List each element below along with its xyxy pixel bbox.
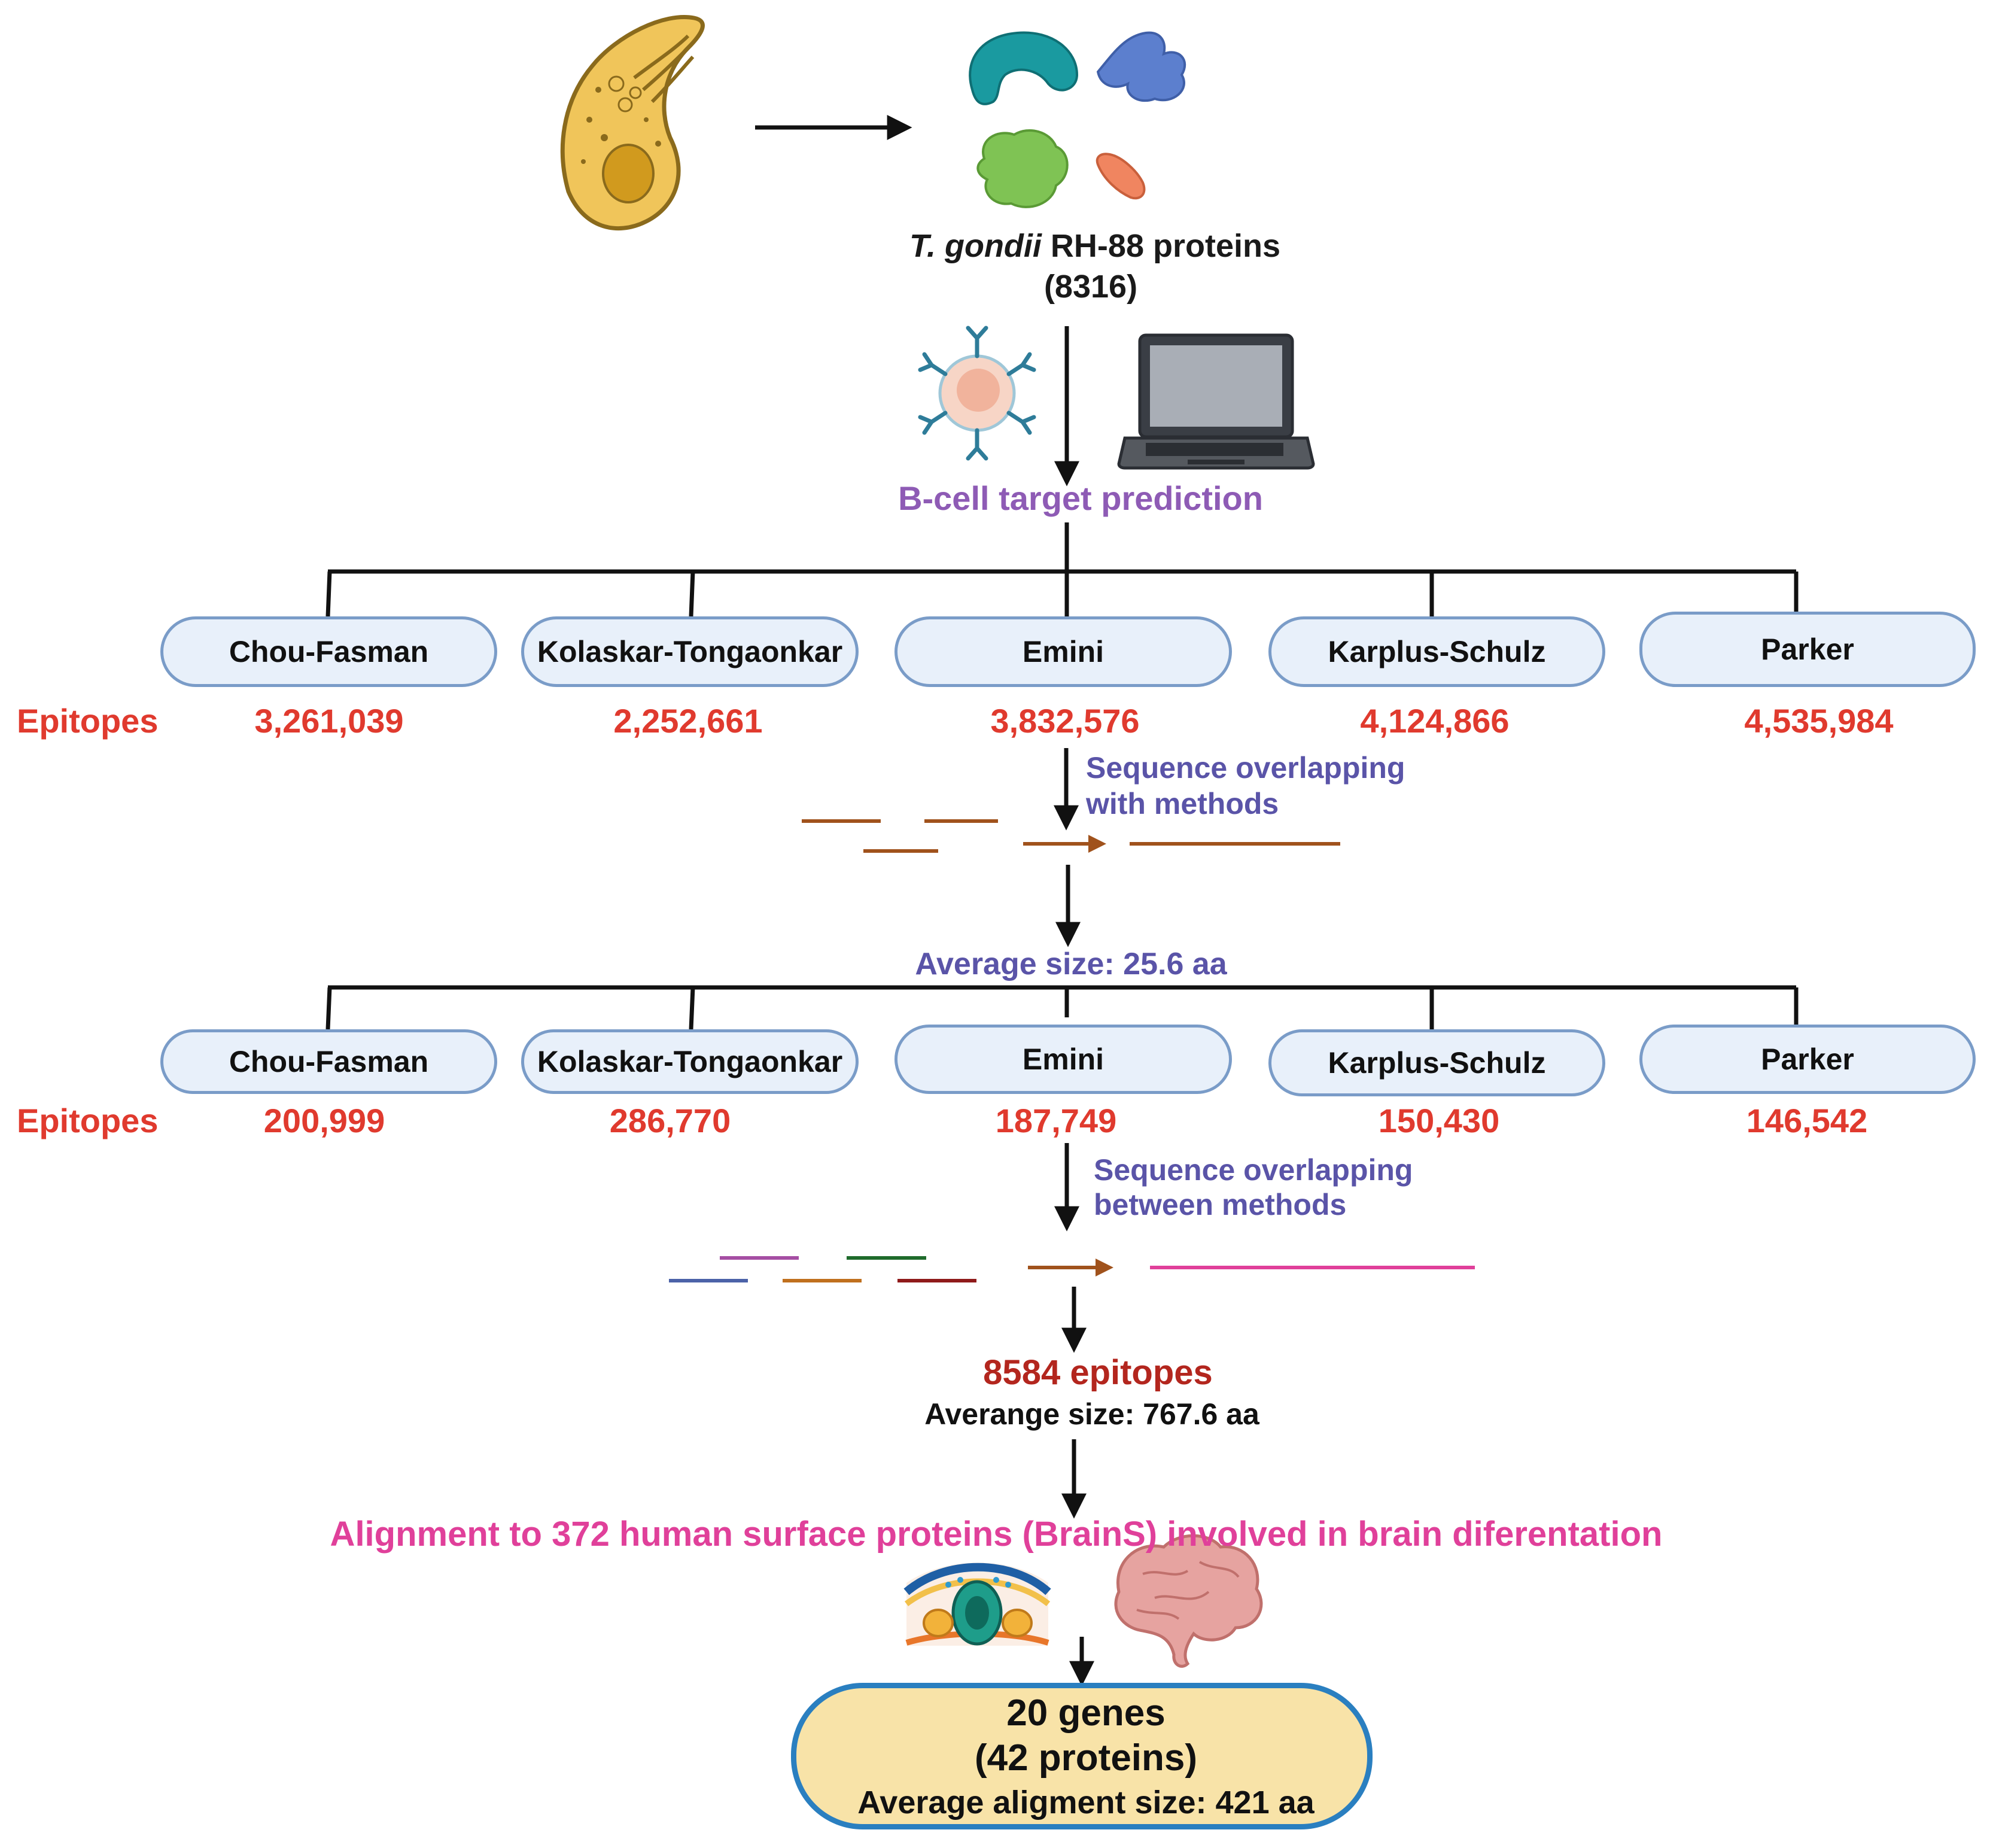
method-name: Parker	[1761, 633, 1854, 666]
method-pill-karplus-schulz: Karplus-Schulz	[1268, 616, 1605, 687]
alignment-label: Alignment to 372 human surface proteins …	[330, 1515, 1663, 1554]
method-name: Karplus-Schulz	[1328, 635, 1546, 668]
epitope-count: 286,770	[609, 1102, 731, 1139]
laptop-icon	[1117, 333, 1315, 470]
epitope-count: 3,261,039	[254, 702, 404, 740]
epitope-count: 200,999	[263, 1102, 385, 1139]
placenta-tissue-icon	[903, 1563, 1051, 1646]
epitope-count: 146,542	[1746, 1102, 1868, 1139]
overlap-label-line1: Sequence overlapping	[1086, 751, 1405, 785]
merged-epitopes: 8584 epitopes	[983, 1353, 1213, 1392]
tree-round1	[325, 522, 1799, 617]
average-size-label: Average size: 25.6 aa	[915, 947, 1227, 981]
method-name: Parker	[1761, 1042, 1854, 1076]
method-name: Kolaskar-Tongaonkar	[537, 1045, 843, 1078]
protein-count: (8316)	[1043, 269, 1138, 305]
method-pill-emini: Emini	[894, 1025, 1232, 1094]
result-proteins: (42 proteins)	[974, 1737, 1198, 1779]
overlap-label-line1: Sequence overlapping	[1094, 1153, 1413, 1187]
organism-title: T. gondii RH-88 proteins	[909, 228, 1281, 264]
method-name: Emini	[1022, 635, 1104, 668]
method-name: Chou-Fasman	[229, 1045, 429, 1078]
epitope-count: 150,430	[1378, 1102, 1500, 1139]
tree-round2	[325, 985, 1799, 1030]
result-average-alignment: Average aligment size: 421 aa	[857, 1785, 1315, 1820]
epitope-count: 2,252,661	[613, 702, 763, 740]
method-pill-parker: Parker	[1639, 612, 1976, 687]
epitope-count: 4,535,984	[1744, 702, 1894, 740]
method-pill-chou-fasman: Chou-Fasman	[160, 1029, 497, 1094]
overlap-segments-round2	[669, 1256, 1475, 1282]
method-name: Chou-Fasman	[229, 635, 429, 668]
epitope-count: 4,124,866	[1360, 702, 1510, 740]
method-name: Emini	[1022, 1042, 1104, 1076]
epitope-count: 3,832,576	[990, 702, 1140, 740]
method-pill-kolaskar-tongaonkar: Kolaskar-Tongaonkar	[521, 1029, 859, 1094]
method-pill-parker: Parker	[1639, 1025, 1976, 1094]
brain-icon	[1114, 1534, 1263, 1668]
epitopes-row-label: Epitopes	[17, 1102, 159, 1139]
protein-structures-icon	[969, 31, 1186, 208]
b-cell-icon	[918, 326, 1036, 461]
method-pill-kolaskar-tongaonkar: Kolaskar-Tongaonkar	[521, 616, 859, 687]
toxoplasma-parasite-icon	[560, 15, 705, 231]
prediction-label: B-cell target prediction	[898, 479, 1263, 517]
overlap-label-line2: with methods	[1086, 787, 1279, 820]
overlap-label-line2: between methods	[1094, 1188, 1347, 1221]
epitope-count: 187,749	[995, 1102, 1117, 1139]
epitopes-row-label: Epitopes	[17, 702, 159, 740]
method-pill-karplus-schulz: Karplus-Schulz	[1268, 1029, 1605, 1096]
method-pill-chou-fasman: Chou-Fasman	[160, 616, 497, 687]
method-name: Karplus-Schulz	[1328, 1046, 1546, 1080]
result-genes: 20 genes	[1006, 1692, 1166, 1734]
overlap-segments-round1	[802, 819, 1340, 853]
method-pill-emini: Emini	[894, 616, 1232, 687]
method-name: Kolaskar-Tongaonkar	[537, 635, 843, 668]
merged-average-size: Averange size: 767.6 aa	[924, 1397, 1259, 1431]
result-box	[791, 1683, 1373, 1829]
